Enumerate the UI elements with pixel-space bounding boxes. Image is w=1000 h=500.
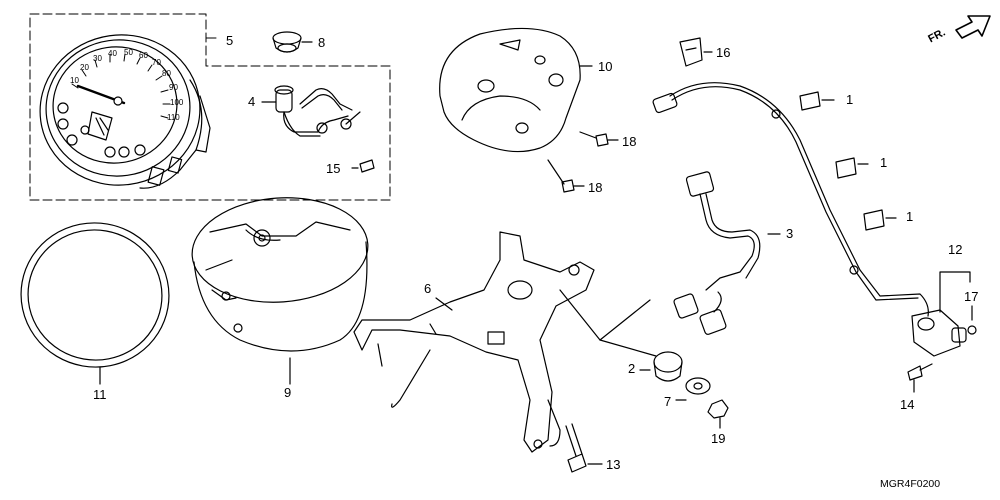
gauge-scale-label: 80 [162, 69, 171, 78]
callout-1: 1 [846, 92, 854, 107]
callout-11: 11 [93, 387, 107, 402]
callout-13: 13 [606, 457, 621, 472]
drawing-code: MGR4F0200 [880, 478, 941, 490]
callout-1: 1 [880, 155, 888, 170]
callout-7: 7 [664, 394, 672, 409]
gauge-scale-label: 40 [108, 49, 117, 58]
bolt-13 [565, 423, 603, 473]
speed-sensor [907, 271, 977, 393]
callout-8: 8 [318, 35, 326, 50]
cable-clips [799, 91, 897, 231]
grommet-collar-nut [599, 339, 729, 429]
callout-12: 12 [948, 242, 963, 257]
gauge-scale-label: 50 [124, 48, 133, 57]
callout-9: 9 [284, 385, 292, 400]
meter-case [191, 197, 369, 385]
gauge-scale-label: 20 [80, 63, 89, 72]
meter-harness [261, 85, 375, 173]
callout-18: 18 [622, 134, 637, 149]
gauge-scale-label: 30 [93, 54, 102, 63]
callout-3: 3 [786, 226, 794, 241]
meter-cover [439, 27, 619, 193]
meter-group-boundary [29, 13, 391, 201]
sub-harness [673, 171, 781, 335]
speedometer [39, 34, 211, 189]
gauge-scale-label: 60 [139, 51, 148, 60]
grommet-8 [272, 31, 313, 53]
callout-2: 2 [628, 361, 636, 376]
callout-4: 4 [248, 94, 256, 109]
rubber-ring [20, 222, 170, 385]
front-direction-arrow [955, 15, 991, 39]
callout-17: 17 [964, 289, 979, 304]
callout-6: 6 [424, 281, 432, 296]
callout-18: 18 [588, 180, 603, 195]
gauge-scale-label: 90 [169, 83, 178, 92]
callout-5: 5 [226, 33, 234, 48]
gauge-scale-label: 110 [167, 113, 180, 122]
callout-19: 19 [711, 431, 726, 446]
callout-1: 1 [906, 209, 914, 224]
callout-14: 14 [900, 397, 915, 412]
clip-16 [679, 37, 713, 67]
callout-16: 16 [716, 45, 731, 60]
gauge-scale-label: 100 [170, 98, 184, 107]
callout-10: 10 [598, 59, 613, 74]
gauge-scale-label: 70 [152, 58, 161, 67]
callout-15: 15 [326, 161, 341, 176]
sensor-cable [652, 82, 929, 317]
gauge-scale-label: 10 [70, 76, 79, 85]
